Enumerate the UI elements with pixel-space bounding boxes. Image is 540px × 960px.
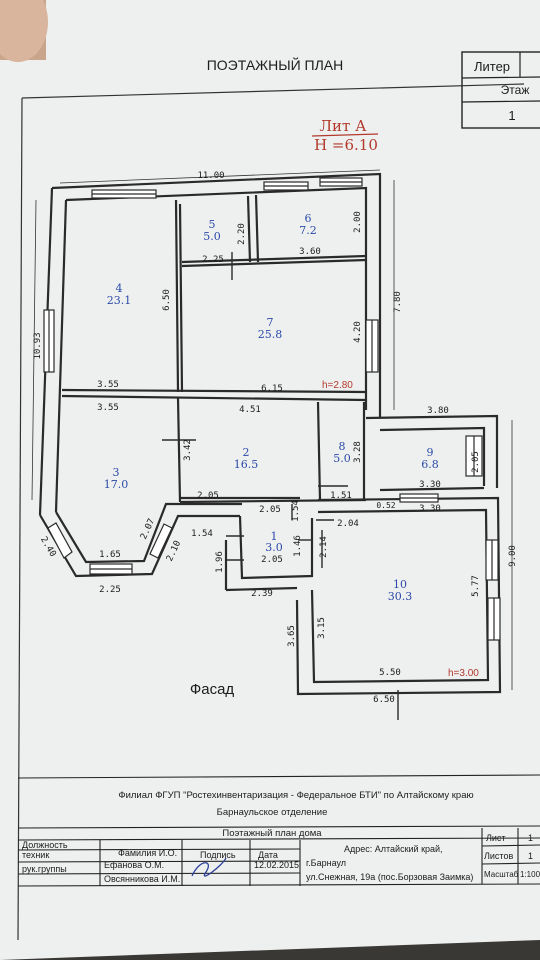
liter-table: Литер Этаж 1: [461, 51, 540, 129]
dim-3-80: 3.80: [427, 406, 449, 416]
plan-title: ПОЭТАЖНЫЙ ПЛАН: [207, 56, 344, 73]
dim-6-50b: 6.50: [373, 695, 395, 705]
dim-3-65: 3.65: [287, 625, 297, 647]
sheet-value: 1: [528, 833, 533, 843]
room-2-number: 2: [243, 446, 250, 459]
col-role: Должность: [22, 840, 68, 850]
dim-2-39: 2.39: [251, 589, 273, 599]
dim-right: 7.80: [393, 291, 403, 313]
dim-3-60: 3.60: [299, 247, 321, 257]
dim-4-20: 4.20: [353, 321, 363, 343]
dim-1-65: 1.65: [99, 550, 121, 560]
room-6-number: 6: [305, 212, 312, 225]
room-7-number: 7: [267, 316, 274, 329]
ceiling-height-main: h=2.80: [322, 380, 353, 391]
signature-mark: [191, 857, 227, 877]
col-sign: Подпись: [200, 850, 236, 860]
address-line2: г.Барнаул: [306, 858, 346, 868]
room-4-area: 23.1: [107, 294, 132, 307]
doc-name: Поэтажный план дома: [222, 828, 322, 839]
dim-annex-right: 9.00: [508, 545, 518, 567]
dim-1-96: 1.96: [215, 551, 225, 573]
floor-value: 1: [508, 108, 515, 123]
dim-1-54a: 1.54: [291, 500, 301, 522]
room-5-area: 5.0: [203, 230, 221, 243]
dim-1-51: 1.51: [330, 491, 352, 501]
dim-2-14: 2.14: [319, 536, 329, 558]
dim-6-50: 6.50: [162, 289, 172, 311]
org-line2: Барнаульское отделение: [217, 807, 328, 818]
col-name: Фамилия И.О.: [118, 848, 177, 858]
walls: [38, 172, 502, 696]
col-date: Дата: [258, 850, 278, 860]
dim-4-51: 4.51: [239, 405, 261, 415]
dim-2-05a: 2.05: [197, 491, 219, 501]
dim-top: 11.00: [197, 171, 224, 181]
room-8-area: 5.0: [333, 452, 351, 465]
dim-2-00: 2.00: [353, 211, 363, 233]
room-1-number: 1: [271, 530, 278, 543]
liter-label: Литер: [474, 59, 510, 74]
room-10-number: 10: [393, 578, 407, 591]
scale-value: 1:100: [520, 870, 540, 879]
title-block: [17, 774, 540, 887]
dim-1-46: 1.46: [293, 535, 303, 557]
dim-3-28: 3.28: [353, 441, 363, 463]
room-2-area: 16.5: [234, 458, 259, 471]
floor-label: Этаж: [501, 83, 530, 97]
dim-0-52: 0.52: [376, 501, 395, 510]
dim-left: 10.93: [33, 332, 43, 359]
address-line1: Адрес: Алтайский край,: [344, 844, 443, 854]
role1: техник: [22, 850, 49, 860]
dim-2-05c: 2.05: [261, 555, 283, 565]
dim-3-15: 3.15: [317, 617, 327, 639]
dim-3-42: 3.42: [183, 439, 193, 461]
room-9-number: 9: [427, 446, 434, 459]
dim-1-54b: 1.54: [191, 529, 213, 539]
dim-2-05b: 2.05: [259, 505, 281, 515]
room-6-area: 7.2: [299, 224, 317, 237]
dim-2-25a: 2.25: [202, 255, 224, 265]
title-block-text: Филиал ФГУП "Ростехинвентаризация - Феде…: [22, 790, 540, 884]
scale-label: Масштаб: [484, 870, 519, 879]
dim-2-04: 2.04: [337, 519, 359, 529]
room-3-area: 17.0: [104, 478, 129, 491]
building-height: Н =6.10: [314, 136, 378, 154]
dim-5-50: 5.50: [379, 668, 401, 678]
dim-3-30a: 3.30: [419, 480, 441, 490]
ceiling-height-annex: h=3.00: [448, 668, 479, 679]
org-line1: Филиал ФГУП "Ростехинвентаризация - Феде…: [118, 790, 473, 801]
room-4-number: 4: [116, 282, 123, 295]
dim-3-55b: 3.55: [97, 403, 119, 413]
dim-2-25b: 2.25: [99, 585, 121, 595]
sheets-value: 1: [528, 851, 533, 861]
sheets-label: Листов: [484, 851, 513, 861]
date1: 12.02.2015: [254, 860, 299, 870]
dim-3-30b: 3.30: [419, 504, 441, 514]
dim-2-05d: 2.05: [471, 451, 481, 473]
building-lit: Лит А: [320, 117, 368, 135]
dim-6-15: 6.15: [261, 384, 283, 394]
room-labels: 4 23.1 5 5.0 6 7.2 7 25.8 3 17.0 2 16.5 …: [104, 212, 439, 603]
dimension-lines: [31, 169, 513, 690]
address-line3: ул.Снежная, 19а (пос.Борзовая Заимка): [306, 872, 473, 882]
dim-5-77: 5.77: [471, 575, 481, 597]
room-1-area: 3.0: [265, 541, 283, 554]
doors: [162, 252, 399, 720]
room-7-area: 25.8: [258, 328, 283, 341]
dim-3-55a: 3.55: [97, 380, 119, 390]
room-9-area: 6.8: [421, 458, 439, 471]
room-5-number: 5: [209, 218, 216, 231]
dim-2-20: 2.20: [237, 223, 247, 245]
name1: Ефанова О.М.: [104, 860, 164, 870]
room-10-area: 30.3: [388, 590, 413, 603]
windows: [43, 177, 501, 641]
room-8-number: 8: [339, 440, 346, 453]
name2: Овсянникова И.М.: [104, 874, 180, 884]
role2: рук.группы: [22, 864, 67, 874]
room-3-number: 3: [113, 466, 120, 479]
sheet-label: Лист: [486, 833, 506, 843]
facade-label: Фасад: [190, 681, 235, 698]
